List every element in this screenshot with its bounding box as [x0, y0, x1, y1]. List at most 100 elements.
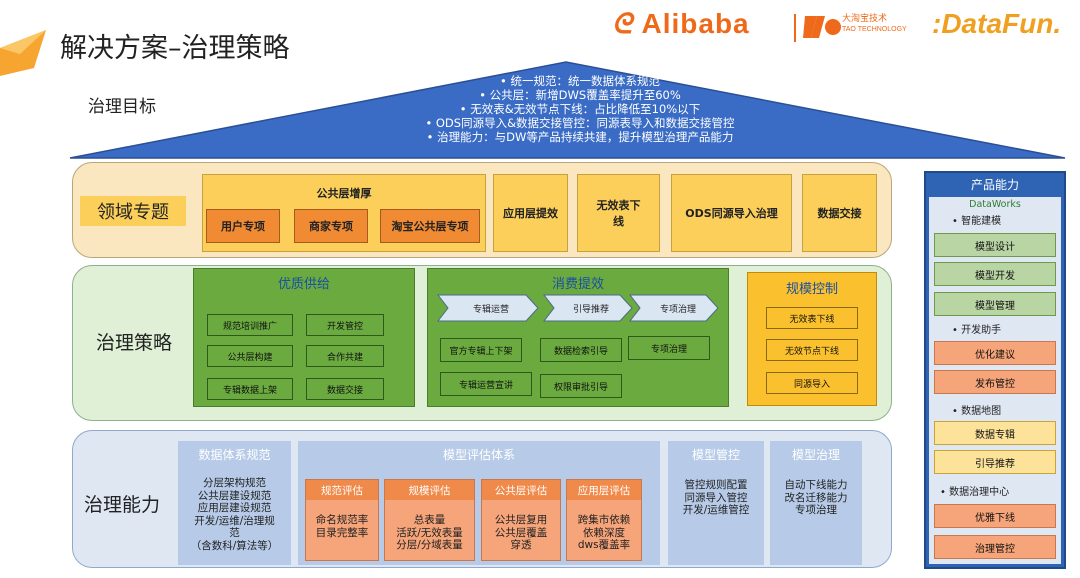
product-item: 发布管控 — [934, 370, 1056, 394]
product-item: 模型管理 — [934, 292, 1056, 316]
eval-card-line: dws覆盖率 — [577, 539, 631, 551]
eval-card-lines: 跨集市依赖 依赖深度 dws覆盖率 — [566, 514, 642, 552]
consume-item: 官方专辑上下架 — [440, 338, 522, 362]
eval-card-line: 命名规范率 — [315, 514, 369, 526]
data-spec-line: （含数科/算法等） — [190, 539, 279, 552]
domain-row-label: 领域专题 — [80, 196, 186, 226]
consume-item: 数据检索引导 — [540, 338, 622, 362]
product-item: 引导推荐 — [934, 450, 1056, 474]
eval-card-lines: 总表量 活跃/无效表量 分层/分域表量 — [384, 514, 475, 552]
data-spec-line: 开发/运维/治理规 — [194, 514, 275, 527]
taobao-tech-logo-icon — [803, 16, 841, 38]
quality-item: 数据交接 — [306, 378, 384, 400]
eval-card-head: 应用层评估 — [567, 480, 641, 500]
product-item: 模型开发 — [934, 262, 1056, 286]
model-control-list: 管控规则配置 同源导入管控 开发/运维管控 — [668, 479, 764, 517]
goal-item: • 统一规范：统一数据体系规范 — [500, 74, 660, 88]
eval-card-lines: 公共层复用 公共层覆盖 穿透 — [481, 514, 561, 552]
goal-item: • 治理能力：与DW等产品持续共建，提升模型治理产品能力 — [426, 130, 734, 144]
data-spec-line: 范 — [229, 527, 240, 539]
consume-efficiency-title: 消费提效 — [551, 277, 604, 292]
consume-arrow-label: 专辑运营 — [472, 304, 509, 315]
page-title: 解决方案–治理策略 — [60, 33, 290, 64]
model-control-line: 同源导入管控 — [684, 491, 748, 504]
eval-card-line: 分层/分域表量 — [396, 539, 463, 551]
model-govern-line: 改名迁移能力 — [784, 491, 848, 504]
data-spec-panel — [178, 441, 291, 565]
product-item: 数据专辑 — [934, 421, 1056, 445]
title-accent-shape — [0, 30, 46, 76]
dataworks-label: DataWorks — [969, 199, 1021, 210]
goal-item: • 无效表&无效节点下线：占比降低至10%以下 — [459, 102, 701, 116]
eval-card-head: 规模评估 — [385, 480, 474, 500]
model-govern-line: 自动下线能力 — [784, 479, 848, 491]
scale-item: 无效节点下线 — [766, 339, 858, 361]
consume-arrow-label: 专项治理 — [659, 304, 696, 315]
datafun-logo: :DataFun. — [932, 8, 1062, 39]
quality-item: 公共层构建 — [207, 345, 293, 367]
model-govern-line: 专项治理 — [795, 504, 837, 516]
model-eval-title: 模型评估体系 — [442, 448, 515, 462]
eval-card-line: 活跃/无效表量 — [396, 526, 463, 539]
eval-card-head: 公共层评估 — [482, 480, 560, 500]
data-spec-line: 应用层建设规范 — [197, 502, 272, 514]
eval-card-line: 公共层覆盖 — [494, 526, 548, 539]
data-exchange-box: 数据交接 — [802, 174, 877, 252]
quality-item: 规范培训推广 — [207, 314, 293, 336]
user-topic-box: 用户专项 — [206, 209, 280, 243]
consume-arrow-flow — [436, 294, 719, 322]
alibaba-logo: ᘓ Alibaba — [612, 8, 750, 39]
taobao-tech-logo-text: 大淘宝技术 TAO TECHNOLOGY — [842, 13, 907, 33]
eval-card-line: 公共层复用 — [494, 514, 548, 526]
goals-list: • 统一规范：统一数据体系规范 • 公共层：新增DWS覆盖率提升至60% • 无… — [330, 74, 830, 144]
merchant-topic-box: 商家专项 — [294, 209, 368, 243]
product-group-head: • 数据地图 — [952, 406, 1002, 417]
product-item: 优化建议 — [934, 341, 1056, 365]
model-control-line: 管控规则配置 — [684, 479, 748, 491]
taobao-public-topic-box: 淘宝公共层专项 — [380, 209, 480, 243]
eval-card-line: 目录完整率 — [315, 526, 369, 539]
product-item: 治理管控 — [934, 535, 1056, 559]
product-item: 优雅下线 — [934, 504, 1056, 528]
consume-item: 专项治理 — [628, 336, 710, 360]
model-control-title: 模型管控 — [691, 448, 740, 462]
eval-card-line: 依赖深度 — [583, 526, 625, 539]
section-subtitle: 治理目标 — [88, 97, 156, 117]
eval-card-head: 规范评估 — [306, 480, 378, 500]
data-spec-line: 公共层建设规范 — [197, 489, 272, 502]
goals-roof — [69, 61, 1066, 159]
data-spec-line: 分层架构规范 — [203, 477, 266, 489]
scale-item: 无效表下线 — [766, 307, 858, 329]
scale-control-title: 规模控制 — [785, 282, 838, 297]
app-layer-box: 应用层提效 — [493, 174, 568, 252]
invalid-table-box: 无效表下 线 — [577, 174, 660, 252]
product-item: 模型设计 — [934, 233, 1056, 257]
eval-card-lines: 命名规范率 目录完整率 — [305, 514, 379, 539]
consume-arrow-label: 引导推荐 — [572, 304, 609, 315]
goal-item: • 公共层：新增DWS覆盖率提升至60% — [479, 88, 681, 102]
ods-import-box: ODS同源导入治理 — [671, 174, 792, 252]
product-group-head: • 智能建模 — [952, 216, 1002, 227]
quality-item: 合作共建 — [306, 345, 384, 367]
eval-card-line: 穿透 — [510, 539, 532, 551]
capability-row-label: 治理能力 — [84, 494, 161, 516]
data-spec-title: 数据体系规范 — [198, 448, 271, 462]
goal-item: • ODS同源导入&数据交接管控：同源表导入和数据交接管控 — [425, 116, 735, 130]
model-govern-panel — [770, 441, 862, 565]
product-group-head: • 开发助手 — [952, 325, 1002, 336]
model-govern-title: 模型治理 — [791, 448, 840, 462]
scale-item: 同源导入 — [766, 372, 858, 394]
consume-item: 专辑运营宣讲 — [440, 372, 532, 396]
data-spec-list: 分层架构规范 公共层建设规范 应用层建设规范 开发/运维/治理规 范 （含数科/… — [178, 477, 291, 552]
strategy-row-label: 治理策略 — [96, 332, 173, 354]
eval-card-line: 跨集市依赖 — [577, 514, 631, 526]
quality-supply-title: 优质供给 — [277, 277, 330, 292]
eval-card-line: 总表量 — [413, 514, 446, 526]
model-control-panel — [668, 441, 764, 565]
public-layer-label: 公共层增厚 — [316, 187, 372, 200]
consume-item: 权限审批引导 — [540, 374, 622, 398]
product-capability-title: 产品能力 — [970, 178, 1019, 192]
product-group-head: • 数据治理中心 — [940, 487, 1010, 498]
logo-divider — [794, 14, 796, 42]
model-govern-list: 自动下线能力 改名迁移能力 专项治理 — [770, 479, 862, 517]
